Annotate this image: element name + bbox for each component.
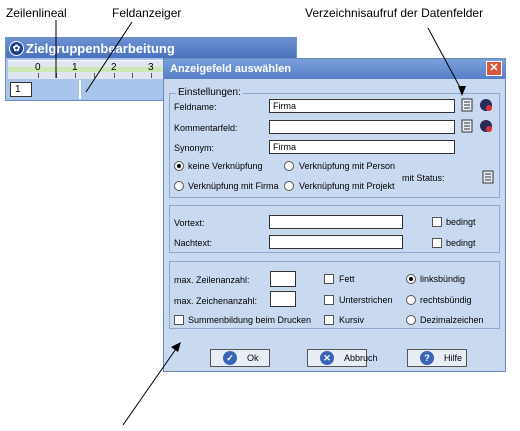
ruler-tick: [151, 73, 152, 78]
zeichenanzahl-label: max. Zeichenanzahl:: [174, 296, 258, 306]
kursiv-label: Kursiv: [339, 315, 365, 325]
status-label: mit Status:: [402, 173, 445, 183]
nachtext-label: Nachtext:: [174, 238, 213, 248]
linksbuendig-label: linksbündig: [420, 274, 466, 284]
hilfe-button[interactable]: ? Hilfe: [407, 349, 467, 367]
synonym-field[interactable]: Firma: [269, 140, 455, 154]
einstellungen-section: Einstellungen:: [169, 87, 500, 198]
ruler-tick: [38, 73, 39, 78]
app-icon: ✿: [9, 41, 24, 56]
nachtext-field[interactable]: [269, 235, 403, 249]
summenbildung-checkbox[interactable]: [174, 315, 184, 325]
annotation-zeilenlineal: Zeilenlineal: [6, 6, 67, 20]
zeilenanzahl-label: max. Zeilenanzahl:: [174, 275, 250, 285]
cancel-icon: ✕: [320, 351, 334, 365]
ruler-number: 1: [72, 62, 78, 73]
nachtext-bedingt-checkbox[interactable]: [432, 238, 442, 248]
unterstrichen-label: Unterstrichen: [339, 295, 393, 305]
feldanzeiger-marker[interactable]: [79, 80, 81, 99]
line-number-box: 1: [10, 82, 32, 97]
ruler-tick: [56, 73, 57, 78]
ruler-band: [8, 67, 294, 72]
radio-keine-verknuepfung[interactable]: [174, 161, 184, 171]
summenbildung-label: Summenbildung beim Drucken: [188, 315, 312, 325]
radio-verknuepfung-projekt-label: Verknüpfung mit Projekt: [299, 181, 395, 191]
help-icon: ?: [420, 351, 434, 365]
annotation-feldanzeiger: Feldanzeiger: [112, 6, 182, 20]
feldname-label: Feldname:: [174, 102, 217, 112]
kommentarfeld-delete-icon[interactable]: [479, 119, 493, 133]
feldname-delete-icon[interactable]: [479, 98, 493, 112]
kursiv-checkbox[interactable]: [324, 315, 334, 325]
ruler-tick: [94, 73, 95, 78]
ruler-number: 2: [111, 62, 117, 73]
zeichenanzahl-field[interactable]: [270, 291, 296, 307]
close-button[interactable]: ✕: [486, 61, 502, 76]
fett-checkbox[interactable]: [324, 274, 334, 284]
annotation-verzeichnisaufruf: Verzeichnisaufruf der Datenfelder: [305, 6, 484, 20]
kommentarfeld-directory-icon[interactable]: [460, 119, 474, 133]
vortext-field[interactable]: [269, 215, 403, 229]
radio-verknuepfung-firma-label: Verknüpfung mit Firma: [188, 181, 279, 191]
ruler-number: 3: [148, 62, 154, 73]
abbruch-button[interactable]: ✕ Abbruch: [307, 349, 378, 367]
dialog-title: Anzeigefeld auswählen: [170, 63, 292, 75]
abbruch-button-label: Abbruch: [344, 353, 378, 363]
nachtext-bedingt-label: bedingt: [446, 238, 476, 248]
text-section: [169, 205, 500, 253]
unterstrichen-checkbox[interactable]: [324, 295, 334, 305]
ruler-tick: [75, 73, 76, 78]
vortext-bedingt-label: bedingt: [446, 217, 476, 227]
ruler-number: 0: [35, 62, 41, 73]
kommentarfeld-field[interactable]: [269, 120, 455, 134]
radio-keine-verknuepfung-label: keine Verknüpfung: [188, 161, 263, 171]
feldname-directory-icon[interactable]: [460, 98, 474, 112]
radio-verknuepfung-person[interactable]: [284, 161, 294, 171]
zielgruppen-titlebar: ✿ Zielgruppenbearbeitung: [6, 38, 296, 58]
vortext-label: Vortext:: [174, 218, 205, 228]
ruler-tick: [132, 73, 133, 78]
format-section: [169, 261, 500, 329]
zielgruppen-title: Zielgruppenbearbeitung: [26, 41, 175, 56]
vortext-bedingt-checkbox[interactable]: [432, 217, 442, 227]
radio-verknuepfung-person-label: Verknüpfung mit Person: [299, 161, 396, 171]
fett-label: Fett: [339, 274, 355, 284]
dezimalzeichen-label: Dezimalzeichen: [420, 315, 484, 325]
kommentarfeld-label: Kommentarfeld:: [174, 123, 238, 133]
rechtsbuendig-label: rechtsbündig: [420, 295, 472, 305]
radio-dezimalzeichen[interactable]: [406, 315, 416, 325]
radio-verknuepfung-projekt[interactable]: [284, 181, 294, 191]
radio-linksbuendig[interactable]: [406, 274, 416, 284]
anzeigefeld-dialog: Anzeigefeld auswählen ✕ Einstellungen: F…: [163, 58, 506, 372]
einstellungen-legend: Einstellungen:: [176, 87, 243, 98]
hilfe-button-label: Hilfe: [444, 353, 463, 363]
feldname-field[interactable]: Firma: [269, 99, 455, 113]
dialog-titlebar: Anzeigefeld auswählen ✕: [164, 59, 505, 79]
zeilenanzahl-field[interactable]: [270, 271, 296, 287]
check-icon: ✓: [223, 351, 237, 365]
synonym-label: Synonym:: [174, 143, 215, 153]
radio-rechtsbuendig[interactable]: [406, 295, 416, 305]
status-directory-icon[interactable]: [481, 170, 495, 184]
ruler-tick: [114, 73, 115, 78]
ok-button-label: Ok: [247, 353, 259, 363]
ok-button[interactable]: ✓ Ok: [210, 349, 270, 367]
radio-verknuepfung-firma[interactable]: [174, 181, 184, 191]
